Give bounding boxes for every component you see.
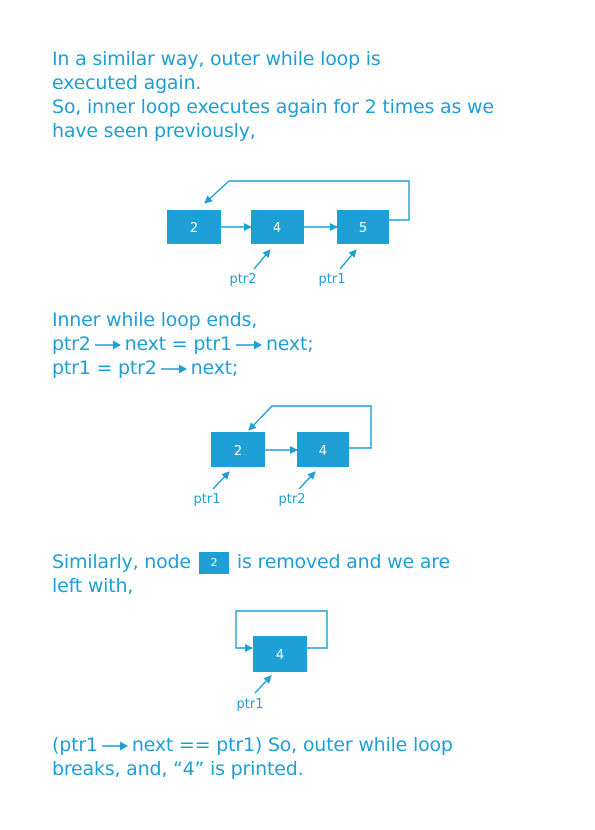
code-line-2: ptr1 = ptr2 next; [52,356,313,380]
linked-list-diagram-1: 2 4 5 ptr2 ptr1 [167,180,410,287]
linked-list-diagram-3: 4 ptr1 [235,610,328,712]
code-line-1-part-b: next = ptr1 [124,333,233,355]
pointer-label-1: ptr2 [230,272,257,287]
pointer-label-2: ptr1 [319,272,346,287]
list-node-1 [211,432,265,467]
section-3-line-1-part-b: is removed and we are [236,551,450,573]
section-2-line-1: Inner while loop ends, [52,309,258,331]
list-node-2-value: 4 [319,444,327,459]
list-node-1-value: 2 [190,221,198,236]
list-node-3-value: 5 [359,221,367,236]
code-line-1-part-a: ptr2 [52,333,91,355]
pointer-label-1: ptr1 [194,492,221,507]
list-node-3 [337,210,389,244]
intro-line-1: In a similar way, outer while loop is [52,48,381,70]
section-4-line-1-part-b: next == ptr1) So, outer while loop [131,734,453,756]
section-3-line-1: Similarly, node 2 is removed and we are [52,550,450,574]
list-node-1 [253,636,307,672]
code-line-1-part-c: next; [265,333,314,355]
pointer-arrow-1 [254,675,272,694]
intro-line-4: have seen previously, [52,120,256,142]
section-4-line-1-part-a: (ptr1 [52,734,98,756]
self-loop-edge [235,610,328,652]
section-3-paragraph: Similarly, node 2 is removed and we are le… [52,550,450,598]
section-3-line-2: left with, [52,575,134,597]
section-4-line-2: breaks, and, “4” is printed. [52,758,304,780]
list-node-2-value: 4 [273,221,281,236]
list-node-2 [251,210,304,244]
inline-list-node: 2 [198,551,229,574]
pointer-arrow-1 [212,471,230,490]
list-node-1-value: 4 [276,648,284,663]
pointer-label-1: ptr1 [237,697,264,712]
linked-list-diagram-2: 2 4 ptr1 ptr2 [194,405,372,507]
right-arrow-icon [101,741,128,750]
pointer-label-2: ptr2 [279,492,306,507]
code-line-1: ptr2 next = ptr1 next; [52,332,314,356]
list-node-2 [297,432,349,467]
list-node-1 [167,210,221,244]
loop-back-edge [204,180,410,221]
code-line-2-part-a: ptr1 = ptr2 [52,357,157,379]
loop-back-edge [248,405,372,449]
pointer-arrow-2 [339,249,357,270]
section-3-line-1-part-a: Similarly, node [52,551,191,573]
intro-line-2: executed again. [52,72,202,94]
right-arrow-icon [94,340,121,349]
intro-paragraph: In a similar way, outer while loop is ex… [52,47,494,143]
pointer-arrow-1 [253,249,271,270]
list-node-1-value: 2 [234,444,242,459]
intro-line-3: So, inner loop executes again for 2 time… [52,96,494,118]
code-line-2-part-b: next; [190,357,239,379]
right-arrow-icon [160,364,187,373]
section-4-line-1: (ptr1 next == ptr1) So, outer while loop [52,733,453,757]
right-arrow-icon [235,340,262,349]
pointer-arrow-2 [298,471,316,490]
